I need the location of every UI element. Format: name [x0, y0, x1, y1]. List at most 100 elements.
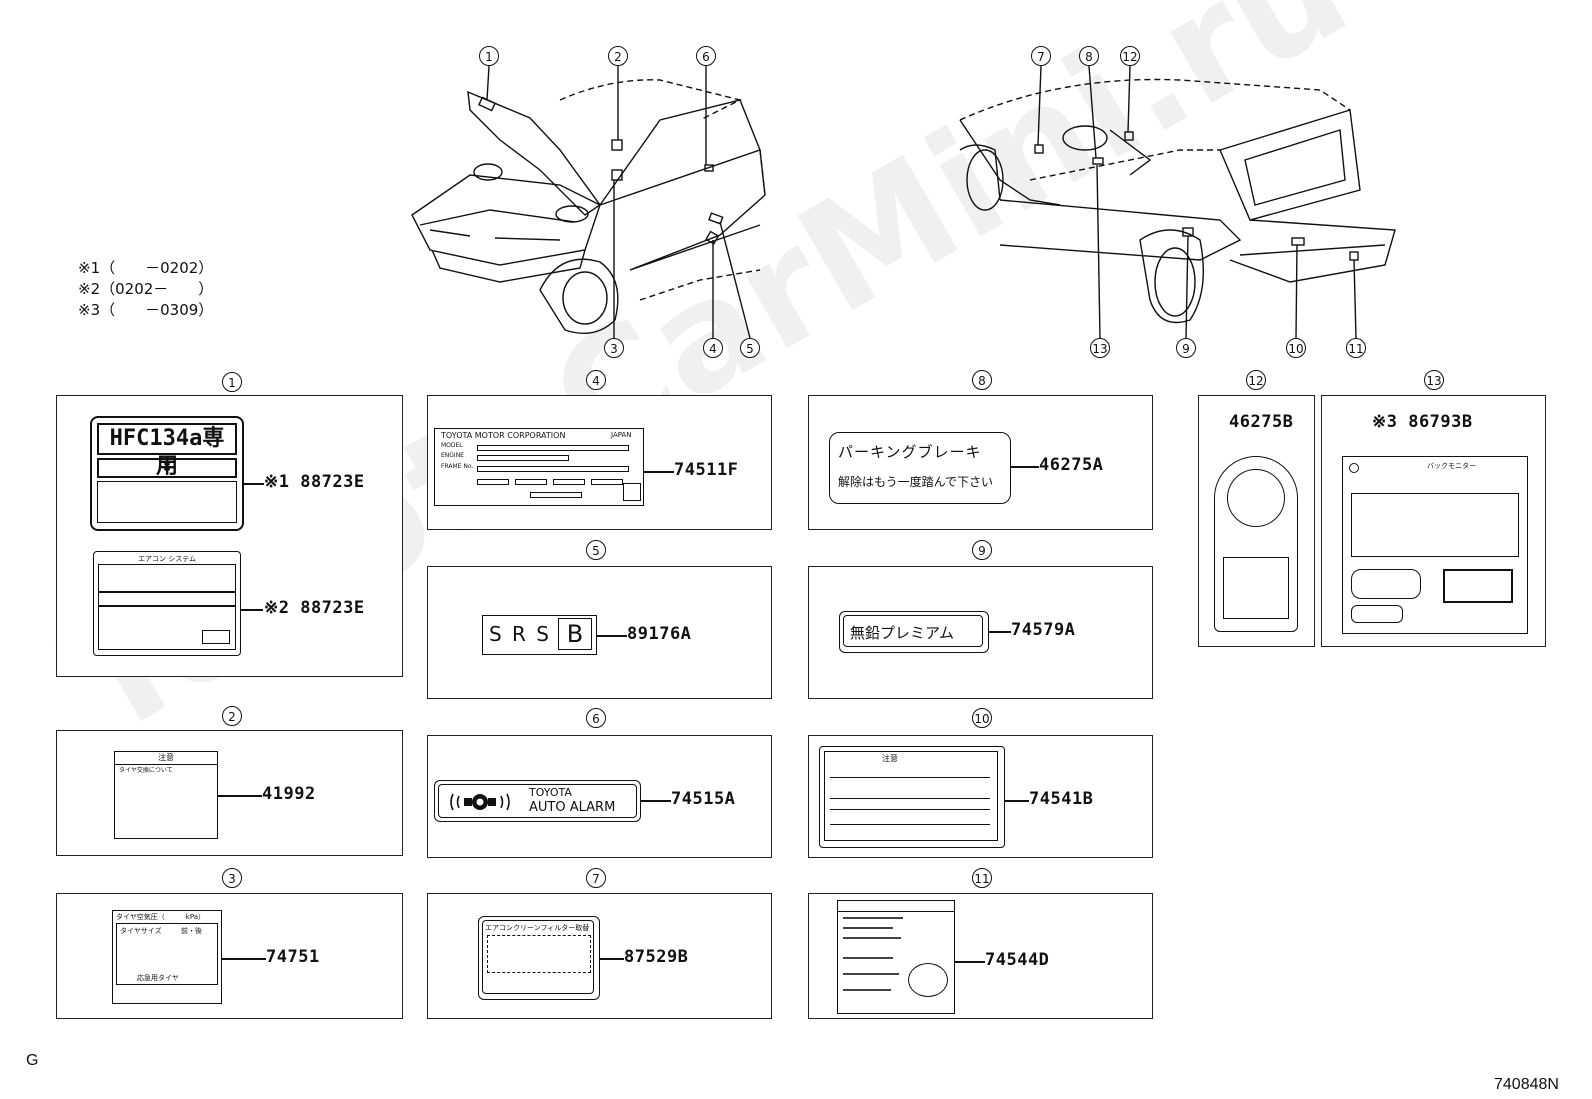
callout-13-top: 13: [1090, 338, 1110, 358]
panel-13: ※3 86793B バックモニター: [1321, 395, 1546, 647]
filter-title: エアコンクリーンフィルター取替: [485, 924, 590, 932]
engine-text: ENGINE: [441, 452, 464, 459]
panel-11-number: 11: [972, 868, 992, 888]
vin-box: [623, 483, 641, 501]
leader: [955, 961, 985, 963]
panel-7: エアコンクリーンフィルター取替 87529B: [427, 893, 772, 1019]
panel-2: 注意 タイヤ交換について 41992: [56, 730, 403, 856]
warning-inner: [824, 751, 998, 841]
panel-12: 46275B: [1198, 395, 1315, 647]
note-3: ※3（ －0309）: [78, 301, 214, 319]
panel-10-number: 10: [972, 708, 992, 728]
back-monitor-car-icon: [1351, 569, 1421, 599]
srs-text: S R S: [489, 622, 552, 646]
part-46275B: 46275B: [1229, 412, 1294, 432]
ac-row-3: [98, 606, 236, 650]
spare-text-line: [843, 989, 891, 991]
unleaded-premium-label: 無鉛プレミアム: [839, 611, 989, 653]
tire-pressure-title: タイヤ空気圧（ kPa）: [116, 913, 206, 921]
panel-4-number: 4: [586, 370, 606, 390]
callout-9-top: 9: [1176, 338, 1196, 358]
panel-11: 74544D: [808, 893, 1153, 1019]
warning-label: 注意: [819, 746, 1005, 848]
emergency-tire-text: 応急用タイヤ: [137, 974, 179, 982]
part-74579A: 74579A: [1011, 620, 1076, 640]
panel-3: タイヤ空気圧（ kPa） タイヤサイズ 前・後 応急用タイヤ 74751: [56, 893, 403, 1019]
callout-7-top: 7: [1031, 46, 1051, 66]
spare-text-line: [843, 927, 893, 929]
parking-line-2: 解除はもう一度踏んで下さい: [838, 475, 994, 489]
leader: [1005, 800, 1029, 802]
unleaded-text: 無鉛プレミアム: [850, 624, 954, 642]
panel-9: 無鉛プレミアム 74579A: [808, 566, 1153, 699]
back-monitor-title: バックモニター: [1427, 462, 1476, 470]
leader: [597, 635, 627, 637]
toyota-corp-text: TOYOTA MOTOR CORPORATION: [441, 431, 566, 440]
part-74511F: 74511F: [674, 460, 739, 480]
filter-diagram: [487, 935, 591, 973]
spare-text-line: [843, 917, 903, 919]
panel-8: パーキングブレーキ 解除はもう一度踏んで下さい 46275A: [808, 395, 1153, 530]
back-monitor-hole: [1349, 463, 1359, 473]
model-text: MODEL: [441, 442, 463, 449]
tire-caution-label: 注意 タイヤ交換について: [114, 751, 218, 839]
panel-10: 注意 74541B: [808, 735, 1153, 858]
panel-3-number: 3: [222, 868, 242, 888]
vin-field: [591, 479, 623, 485]
note-1: ※1（ －0202）: [78, 259, 214, 277]
vin-field: [515, 479, 547, 485]
part-74751: 74751: [266, 947, 320, 967]
vin-field: [553, 479, 585, 485]
spare-text-line: [843, 973, 899, 975]
spare-header: [838, 901, 954, 912]
footer-right: 740848N: [1494, 1076, 1559, 1093]
panel-6: TOYOTA AUTO ALARM 74515A: [427, 735, 772, 858]
spare-tire-icon: [908, 963, 948, 997]
callout-11-top: 11: [1346, 338, 1366, 358]
part-74544D: 74544D: [985, 950, 1050, 970]
ac-row-1: [98, 564, 236, 592]
ac-row-2: [98, 592, 236, 606]
ac-system-label: エアコン システム: [93, 551, 241, 656]
leader: [641, 800, 671, 802]
hfc-label: HFC134a専用 8: [90, 416, 244, 531]
applicability-notes: ※1（ －0202）※2（0202－ ）※3（ －0309）: [78, 258, 213, 321]
back-monitor-screen-icon: [1443, 569, 1513, 603]
leader: [600, 958, 624, 960]
panel-1-number: 1: [222, 372, 242, 392]
ac-system-title: エアコン システム: [137, 555, 196, 563]
door-hanger-label: [1214, 456, 1298, 632]
unleaded-inner: [843, 615, 983, 647]
vin-field: [477, 479, 509, 485]
leader: [644, 471, 674, 473]
leader: [241, 609, 263, 611]
parking-line-1: パーキングブレーキ: [838, 443, 982, 461]
japan-text: JAPAN: [611, 431, 632, 439]
vin-field: [530, 492, 582, 498]
spare-text-line: [843, 937, 901, 939]
caution-title: 注意: [115, 752, 217, 765]
leader: [218, 795, 262, 797]
footer-left: G: [26, 1052, 39, 1069]
srs-b: B: [558, 618, 592, 650]
parking-brake-label: パーキングブレーキ 解除はもう一度踏んで下さい: [829, 432, 1011, 504]
door-hanger-panel: [1223, 557, 1289, 619]
callout-8-top: 8: [1079, 46, 1099, 66]
callout-12-top: 12: [1120, 46, 1140, 66]
alarm-waves-icon: [450, 793, 510, 811]
back-monitor-text-box: [1351, 493, 1519, 557]
callout-1-top: 1: [479, 46, 499, 66]
part-46275A: 46275A: [1039, 455, 1104, 475]
warning-caution: 注意: [882, 754, 898, 763]
warning-line: [830, 777, 990, 799]
part-74541B: 74541B: [1029, 789, 1094, 809]
panel-1: HFC134a専用 8 ※1 88723E エアコン システム ※2 88723…: [56, 395, 403, 677]
panel-12-number: 12: [1246, 370, 1266, 390]
part-89176A: 89176A: [627, 624, 692, 644]
frame-no-text: FRAME No.: [441, 463, 474, 470]
vin-field: [477, 455, 569, 461]
front-rear-header: 前・後: [181, 927, 202, 935]
auto-alarm-label: TOYOTA AUTO ALARM: [434, 780, 641, 822]
